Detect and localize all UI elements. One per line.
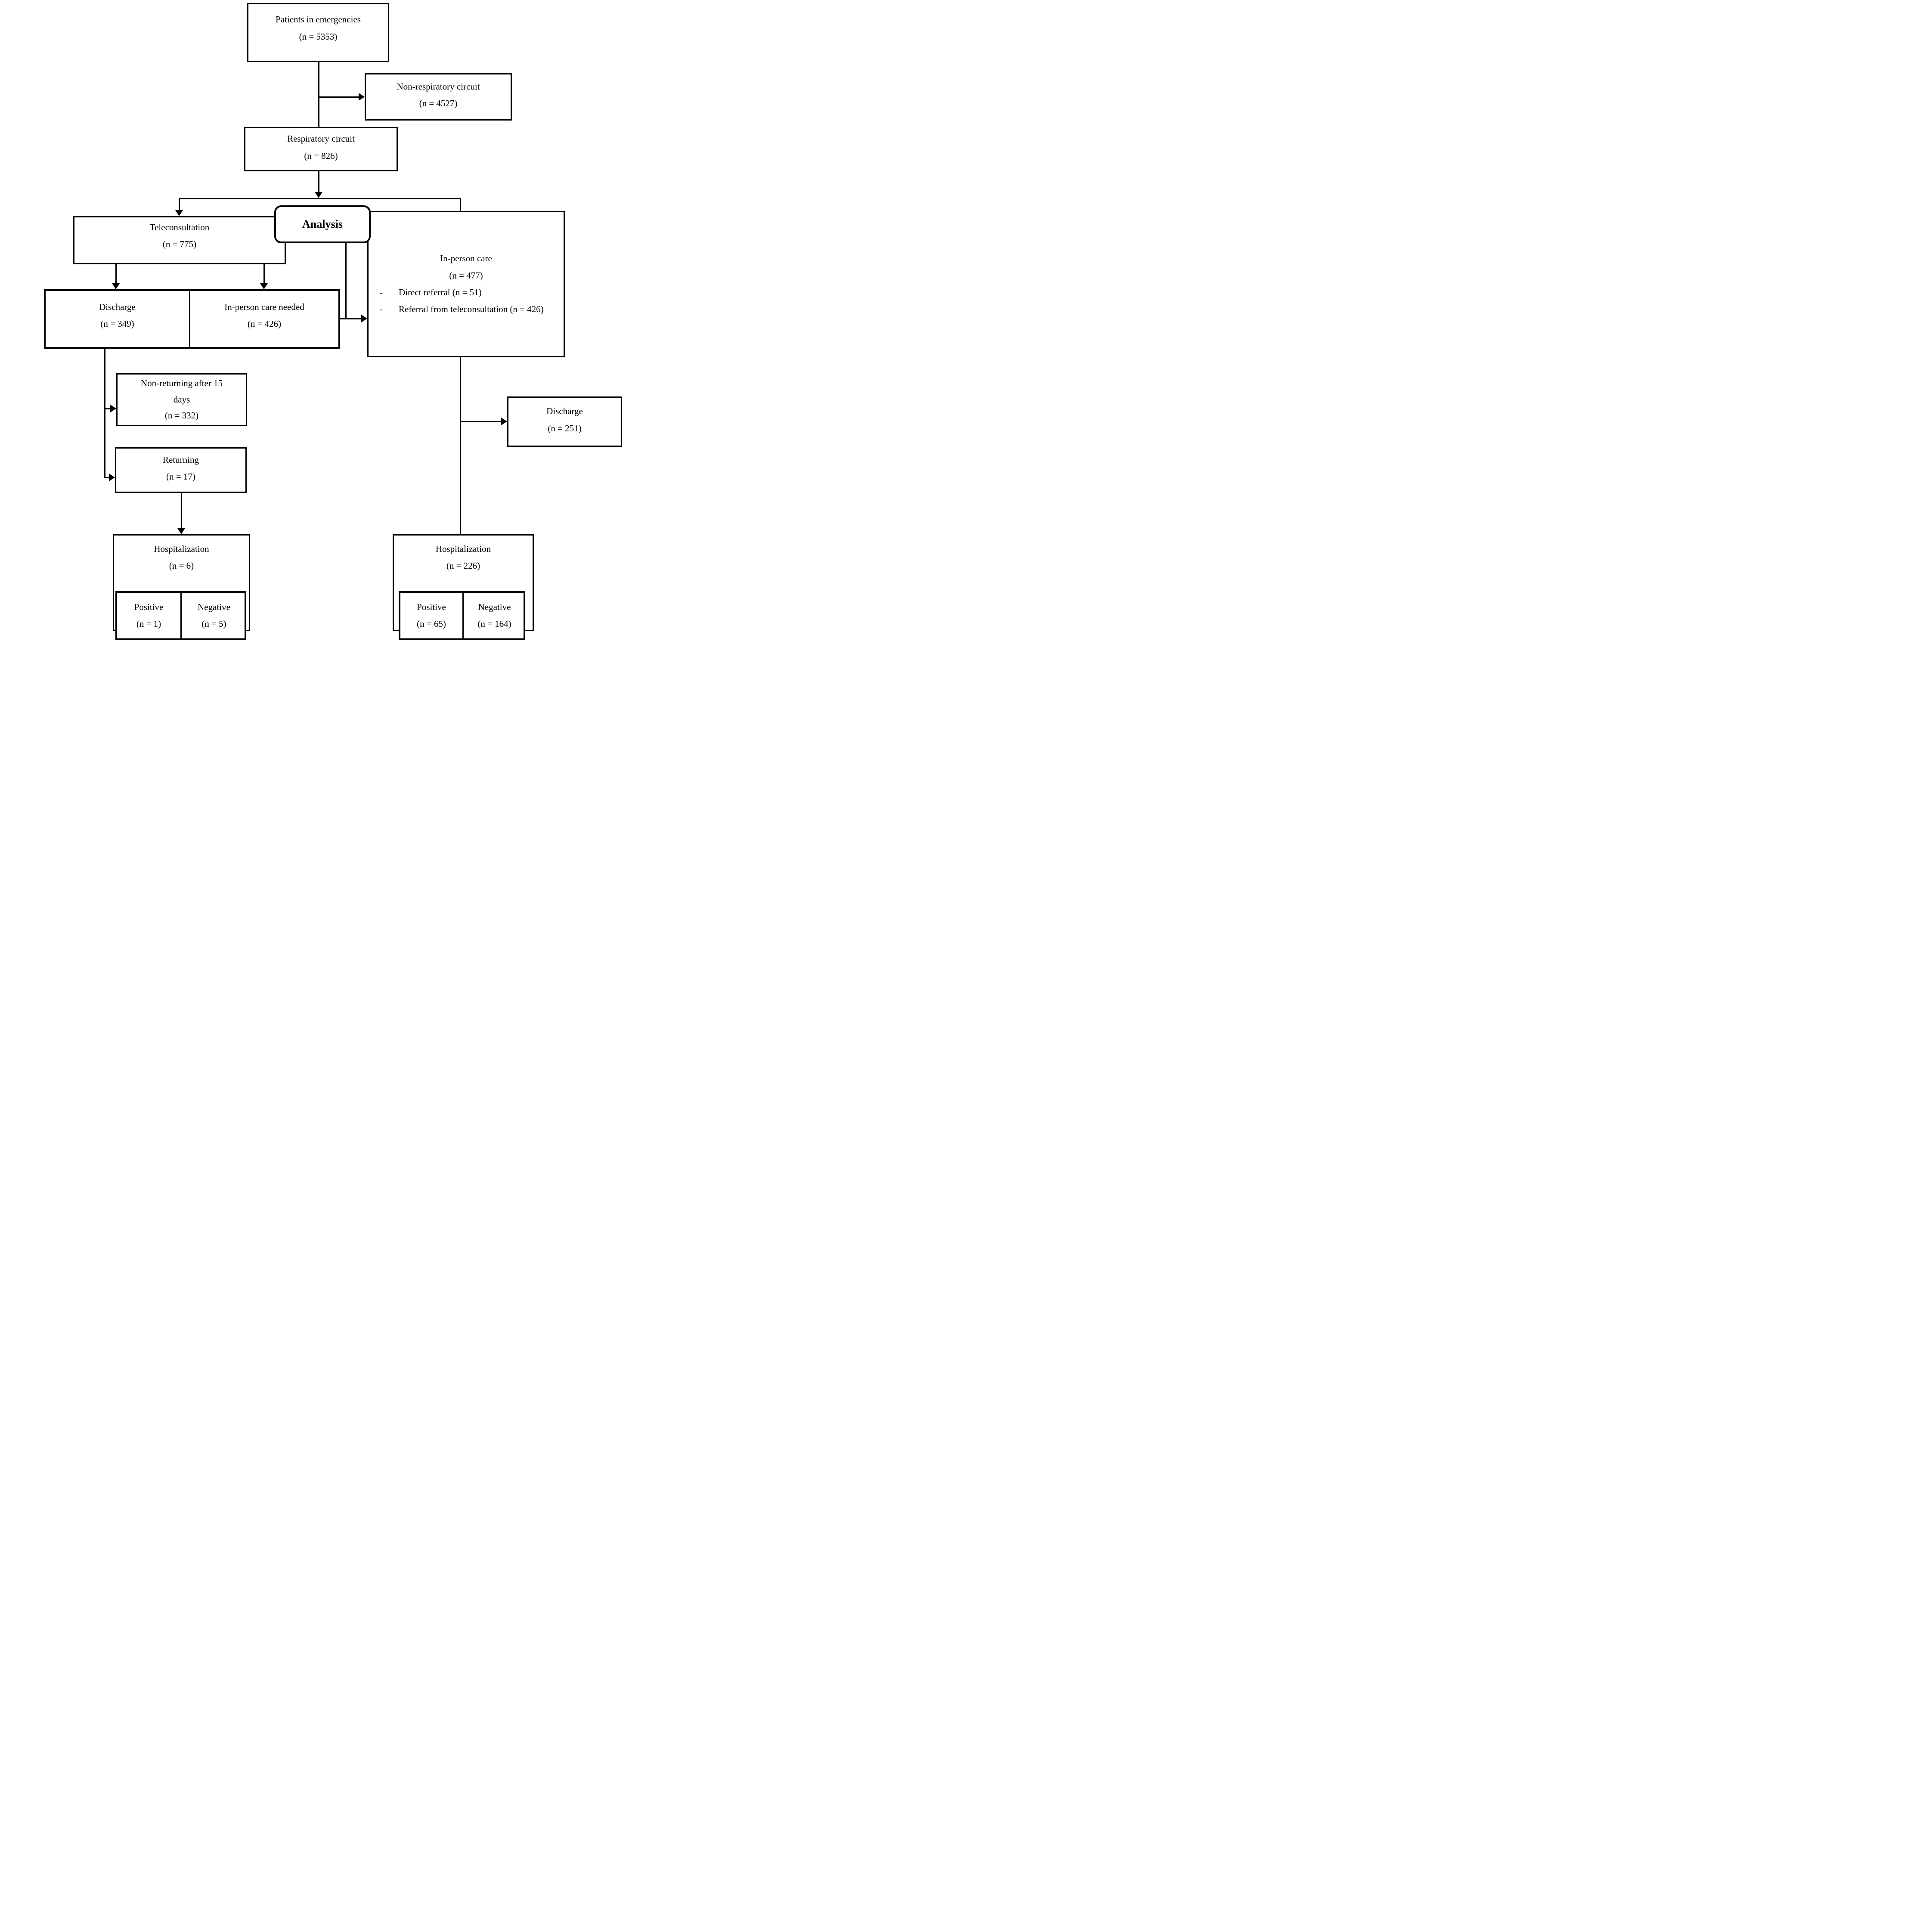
node-label: Discharge (99, 301, 136, 312)
node-count: (n = 426) (247, 319, 282, 329)
node-label: Respiratory circuit (287, 133, 355, 144)
connector-analysis-to-in-person-path (345, 242, 347, 319)
node-teleconsultation-outcomes: Discharge (n = 349) In-person care neede… (44, 289, 340, 349)
node-count: (n = 1) (136, 619, 161, 629)
node-non-respiratory-circuit: Non-respiratory circuit (n = 4527) (365, 73, 512, 121)
node-in-person-care: In-person care (n = 477) - Direct referr… (367, 211, 565, 357)
connector-patients-to-respiratory (318, 62, 319, 128)
node-discharge-in-person: Discharge (n = 251) (507, 396, 622, 447)
divider (180, 593, 182, 638)
node-positive-in-person: Positive (n = 65) (400, 593, 462, 638)
connector-teleconsultation-to-discharge (115, 264, 117, 283)
node-discharge-teleconsultation: Discharge (n = 349) (46, 291, 189, 347)
connector-in-person-care-down (460, 357, 461, 534)
node-non-returning: Non-returning after 15 days (n = 332) (116, 373, 247, 426)
bullet-text: Referral from teleconsultation (n = 426) (399, 304, 544, 315)
arrowhead-into-in-person-care (361, 315, 367, 322)
connector-to-discharge-in-person (461, 421, 501, 422)
flowchart-canvas: Patients in emergencies (n = 5353) Non-r… (0, 0, 637, 644)
connector-split-to-in-person-care (460, 199, 461, 211)
node-teleconsultation: Teleconsultation (n = 775) (73, 216, 286, 264)
node-label: Non-returning after 15 (140, 378, 223, 388)
bullet-dash: - (380, 304, 383, 315)
arrowhead-into-in-person-needed (260, 283, 268, 289)
node-count: (n = 65) (417, 619, 446, 629)
connector-split-horizontal (179, 198, 461, 199)
node-patients-in-emergencies: Patients in emergencies (n = 5353) (247, 3, 389, 62)
arrowhead-into-teleconsultation (175, 210, 183, 216)
arrowhead-into-discharge-tele (112, 283, 120, 289)
node-count: (n = 17) (166, 471, 195, 482)
node-in-person-care-needed: In-person care needed (n = 426) (190, 291, 338, 347)
connector-returning-to-hospitalization (181, 493, 182, 528)
node-label: Negative (478, 601, 511, 612)
node-count: (n = 775) (162, 239, 197, 249)
node-count: (n = 5353) (299, 31, 338, 42)
node-test-results-in-person: Positive (n = 65) Negative (n = 164) (399, 591, 525, 640)
node-count: (n = 226) (446, 560, 480, 571)
node-count: (n = 826) (304, 150, 338, 161)
node-label: Analysis (302, 218, 343, 230)
arrowhead-into-non-respiratory (359, 93, 365, 101)
connector-branch-to-non-respiratory (318, 96, 359, 98)
divider (462, 593, 464, 638)
connector-split-to-teleconsultation (179, 199, 180, 210)
arrowhead-into-hospitalization-tele (177, 528, 185, 534)
node-positive-teleconsultation: Positive (n = 1) (117, 593, 180, 638)
node-label: Positive (417, 601, 446, 612)
arrowhead-into-returning (109, 474, 115, 481)
node-label: Non-respiratory circuit (397, 81, 480, 92)
bullet-dash: - (380, 287, 383, 297)
node-label: Returning (163, 454, 199, 465)
node-count: (n = 477) (449, 270, 483, 281)
node-returning: Returning (n = 17) (115, 447, 247, 493)
connector-teleconsultation-to-needed (263, 264, 265, 283)
node-negative-in-person: Negative (n = 164) (464, 593, 525, 638)
arrowhead-into-discharge-in-person (501, 418, 507, 425)
connector-respiratory-down (318, 171, 319, 192)
node-respiratory-circuit: Respiratory circuit (n = 826) (244, 127, 398, 171)
connector-to-returning (105, 477, 109, 478)
node-label: In-person care needed (224, 301, 304, 312)
node-count: (n = 332) (164, 410, 199, 421)
arrowhead-onto-split-line (315, 192, 322, 198)
node-label: Hospitalization (154, 544, 209, 554)
list-item: - Direct referral (n = 51) (380, 284, 564, 301)
bullet-text: Direct referral (n = 51) (399, 287, 482, 297)
node-count: (n = 164) (477, 619, 511, 629)
list-item: - Referral from teleconsultation (n = 42… (380, 301, 564, 318)
node-label: Teleconsultation (149, 222, 210, 232)
connector-discharge-down (104, 349, 105, 478)
node-count: (n = 251) (548, 423, 582, 433)
node-count: (n = 349) (100, 319, 134, 329)
node-count: (n = 4527) (419, 98, 458, 108)
node-count: (n = 5) (201, 619, 226, 629)
node-label: Discharge (546, 406, 583, 417)
connector-needed-to-in-person-care (340, 318, 361, 319)
arrowhead-into-non-returning (110, 405, 116, 412)
in-person-care-detail-list: - Direct referral (n = 51) - Referral fr… (369, 284, 564, 318)
divider (189, 291, 190, 347)
node-label: Positive (134, 601, 164, 612)
node-label: Hospitalization (435, 544, 491, 554)
node-count: (n = 6) (169, 560, 194, 571)
node-label: days (173, 394, 190, 405)
connector-to-non-returning (105, 408, 110, 409)
node-label: In-person care (440, 253, 492, 264)
node-analysis: Analysis (274, 205, 371, 243)
node-negative-teleconsultation: Negative (n = 5) (182, 593, 246, 638)
node-label: Negative (198, 601, 230, 612)
node-test-results-teleconsultation: Positive (n = 1) Negative (n = 5) (115, 591, 246, 640)
node-label: Patients in emergencies (276, 14, 361, 25)
